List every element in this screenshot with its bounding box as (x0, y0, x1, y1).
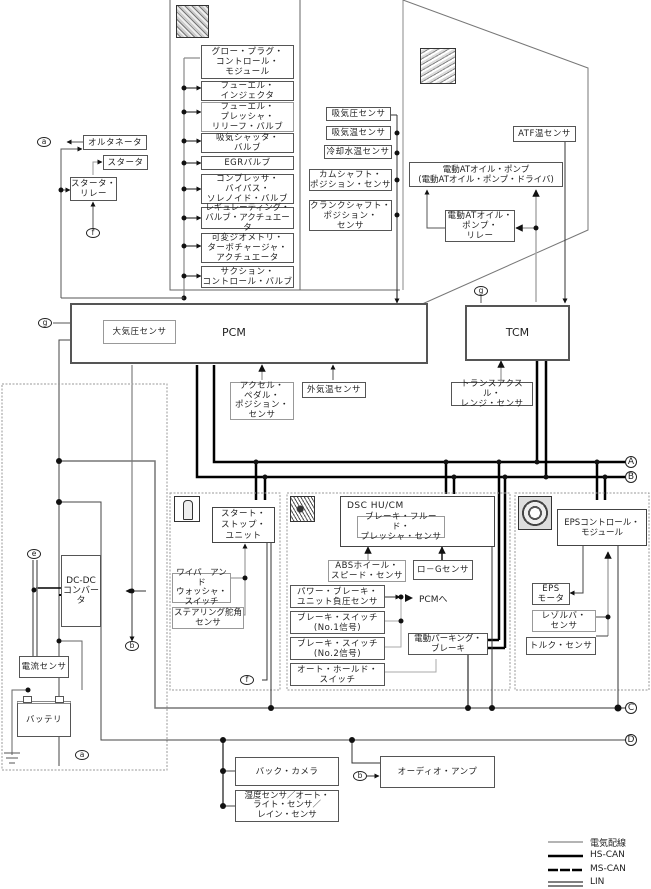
bus-b-label: B (625, 471, 637, 483)
can-buses (195, 361, 630, 650)
to-pcm-arrow (405, 594, 413, 602)
wiper-washer-switch: ワイパ アンド ウォッシャ・ スイッチ (172, 568, 231, 606)
intake-shutter-valve: 吸気シャッタ・ バルブ (201, 133, 294, 153)
connector-a-top: a (37, 137, 51, 147)
auto-hold-switch: オート・ホールド・ スイッチ (290, 663, 385, 686)
electric-parking-brake: 電動パーキング・ ブレーキ (408, 633, 488, 655)
torque-sensor: トルク・センサ (526, 637, 596, 655)
connector-f-bottom: f (240, 675, 254, 685)
glow-plug-module: グロー・プラグ・ コントロール・ モジュール (201, 45, 294, 79)
start-stop-button-icon (174, 496, 200, 522)
vgt-actuator: 可変ジオメトリ・ ターボチャージャ・ アクチュエータ (201, 233, 294, 263)
bus-d-label: D (625, 734, 637, 746)
connector-g-pcm: g (38, 318, 52, 328)
current-sensor: 電流センサ (19, 656, 69, 678)
engine-icon (176, 5, 209, 38)
battery-terminal-positive (55, 696, 64, 703)
start-stop-unit: スタート・ ストップ・ ユニット (212, 507, 275, 543)
brake-switch-no1: ブレーキ・スイッチ (No.1信号) (290, 611, 385, 634)
connector-g-tcm: g (474, 286, 488, 296)
d-bus-junctions (220, 737, 355, 809)
group-outlines (1, 383, 650, 771)
transmission-icon (420, 48, 456, 84)
to-pcm-label: PCMへ (419, 595, 448, 605)
connector-e: e (27, 549, 41, 559)
tcm: TCM (465, 305, 570, 361)
dsc-module-label: DSC HU/CM (347, 501, 404, 511)
suction-control-valve: サクション・ コントロール・バルブ (201, 266, 294, 288)
eps-control-module: EPSコントロール・ モジュール (557, 509, 647, 546)
transmission-junction (533, 225, 539, 231)
legend-hs-can: HS-CAN (590, 850, 625, 860)
camshaft-position-sensor: カムシャフト・ ポジション・センサ (309, 169, 392, 191)
pcm-connections (53, 296, 505, 766)
crankshaft-position-sensor: クランクシャフト・ ポジション・ センサ (309, 200, 392, 231)
eps-junctions (605, 614, 622, 712)
legend-electrical: 電気配線 (590, 839, 627, 849)
electric-at-oil-pump-relay: 電動ATオイル・ ポンプ・ リレー (445, 210, 515, 242)
eps-lines (569, 545, 619, 708)
actuator-arrows (184, 85, 202, 279)
starting-lines (60, 139, 184, 299)
compressor-bypass-solenoid-valve: コンプレッサ・ バイパス・ ソレノイド・バルブ (201, 174, 294, 204)
fuel-pressure-relief-valve: フューエル・ プレッシャ・ リリーフ・バルブ (201, 102, 294, 132)
transaxle-range-sensor: トランスアクスル・ レンジ・センサ (451, 379, 533, 409)
battery: バッテリ (17, 701, 71, 737)
bus-c-label: C (625, 702, 637, 714)
eps-motor: EPS モータ (532, 583, 570, 605)
accelerator-pedal-position-sensor: アクセル・ ペダル・ ポジション・ センサ (230, 381, 294, 420)
egr-valve: EGRバルブ (201, 156, 294, 170)
starter-junction (58, 187, 64, 193)
sensor-junctions (394, 130, 400, 218)
alternator: オルタネータ (83, 135, 147, 150)
connector-b-audio: b (353, 771, 367, 781)
dsc-junctions (268, 594, 495, 711)
legend-ms-can: MS-CAN (590, 864, 626, 874)
battery-terminal-negative (23, 696, 32, 703)
intake-pressure-sensor: 吸気圧センサ (326, 107, 391, 121)
legend-lin: LIN (590, 877, 605, 887)
steering-wheel-icon (518, 496, 552, 530)
pcm-label: PCM (222, 326, 246, 339)
resolver-sensor: レゾルバ・ センサ (532, 610, 596, 632)
actuator-feed (183, 57, 200, 298)
audio-amplifier: オーディオ・アンプ (380, 756, 495, 788)
fuel-injector: フューエル・ インジェクタ (201, 81, 294, 101)
connector-a-bottom: a (75, 750, 89, 760)
ground-icon (4, 752, 20, 764)
electric-at-oil-pump: 電動ATオイル・ポンプ (電動ATオイル・ポンプ・ドライバ) (409, 162, 563, 187)
can-junctions (253, 459, 608, 480)
dcdc-converter: DC-DC コンバータ (61, 555, 101, 627)
back-camera: バック・カメラ (235, 757, 339, 786)
legend-lines (548, 841, 583, 887)
intake-temp-sensor: 吸気温センサ (326, 126, 391, 140)
humidity-autolight-rain-sensor: 湿度センサ／オート・ ライト・センサ／ レイン・センサ (235, 790, 339, 822)
atf-temp-sensor: ATF温センサ (513, 126, 576, 142)
brake-system-icon (290, 496, 315, 522)
low-g-sensor: ロ－Gセンサ (413, 560, 473, 580)
sensor-bus-line (390, 114, 398, 300)
engine-group-outline (169, 0, 589, 306)
power-lines (11, 460, 630, 755)
power-brake-vacuum-sensor: パワー・ブレーキ・ ユニット負圧センサ (290, 585, 385, 608)
transmission-lines (424, 140, 568, 304)
outside-air-temp-sensor: 外気温センサ (302, 382, 366, 398)
abs-wheel-speed-sensor: ABSホイール・ スピード・センサ (328, 560, 406, 582)
starter-relay: スタータ・ リレー (70, 177, 117, 201)
regulating-valve-actuator: レギュレーティング・ バルブ・アクチュエータ (201, 203, 294, 233)
brake-switch-no2: ブレーキ・スイッチ (No.2信号) (290, 637, 385, 660)
brake-fluid-pressure-sensor: ブレーキ・フルード・ プレッシャ・センサ (357, 512, 445, 542)
coolant-temp-sensor: 冷却水温センサ (324, 145, 392, 159)
steering-angle-sensor: ステアリング舵角 センサ (172, 607, 244, 629)
barometric-pressure-sensor: 大気圧センサ (103, 320, 176, 344)
bus-a-label: A (625, 456, 637, 468)
connector-f-top: f (86, 228, 100, 238)
power-junctions (25, 458, 135, 693)
connector-b-power: b (125, 641, 139, 651)
start-stop-junction (242, 575, 248, 581)
starter: スタータ (103, 155, 148, 170)
